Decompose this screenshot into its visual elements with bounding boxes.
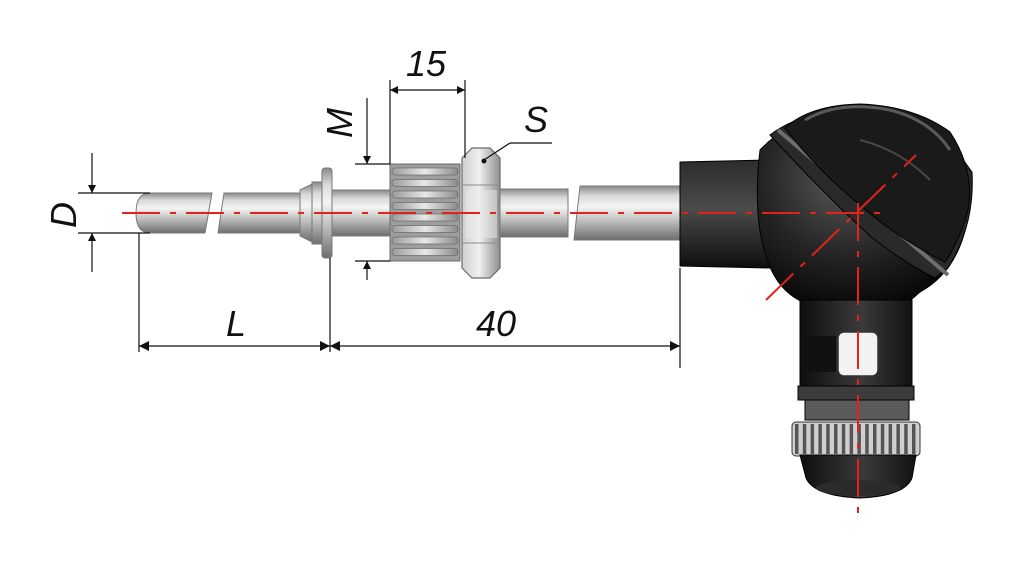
label-m: M: [319, 108, 360, 138]
knurl-ridge: [810, 424, 815, 454]
knurl-ridge: [841, 424, 846, 454]
thread-ridge: [391, 190, 459, 199]
knurl-ridge: [865, 424, 869, 454]
probe-sheath: [135, 183, 313, 243]
knurl-ridge: [802, 424, 807, 454]
knurl-ridge: [880, 424, 885, 454]
thread-ridge: [391, 202, 459, 210]
knurl-ridge: [826, 424, 830, 454]
thread-ridge: [391, 248, 459, 256]
knurl-ridge: [888, 424, 893, 454]
label-l: L: [226, 303, 246, 344]
center-lines: [122, 154, 917, 520]
knurl-ridge: [873, 424, 877, 454]
connection-head: [679, 103, 973, 499]
thread-ridge: [391, 225, 459, 233]
label-d: D: [43, 202, 84, 228]
knurl-ridge: [896, 424, 900, 454]
thread-ridge: [391, 213, 459, 222]
label-s: S: [524, 99, 548, 140]
knurl-ridge: [912, 424, 916, 454]
hex-nut: [461, 147, 501, 279]
thread-ridge: [391, 236, 459, 245]
label-40: 40: [476, 303, 516, 344]
label-15: 15: [406, 43, 447, 84]
knurl-ridge: [795, 424, 799, 454]
knurl-ridge: [849, 424, 854, 454]
knurl-ridge: [834, 424, 838, 454]
thread-ridge: [391, 179, 459, 187]
dimension-lines: [78, 80, 681, 368]
knurl-ridge: [904, 424, 908, 454]
knurl-ridge: [857, 424, 861, 454]
thread-ridge: [391, 167, 459, 176]
knurl-ridge: [818, 424, 822, 454]
